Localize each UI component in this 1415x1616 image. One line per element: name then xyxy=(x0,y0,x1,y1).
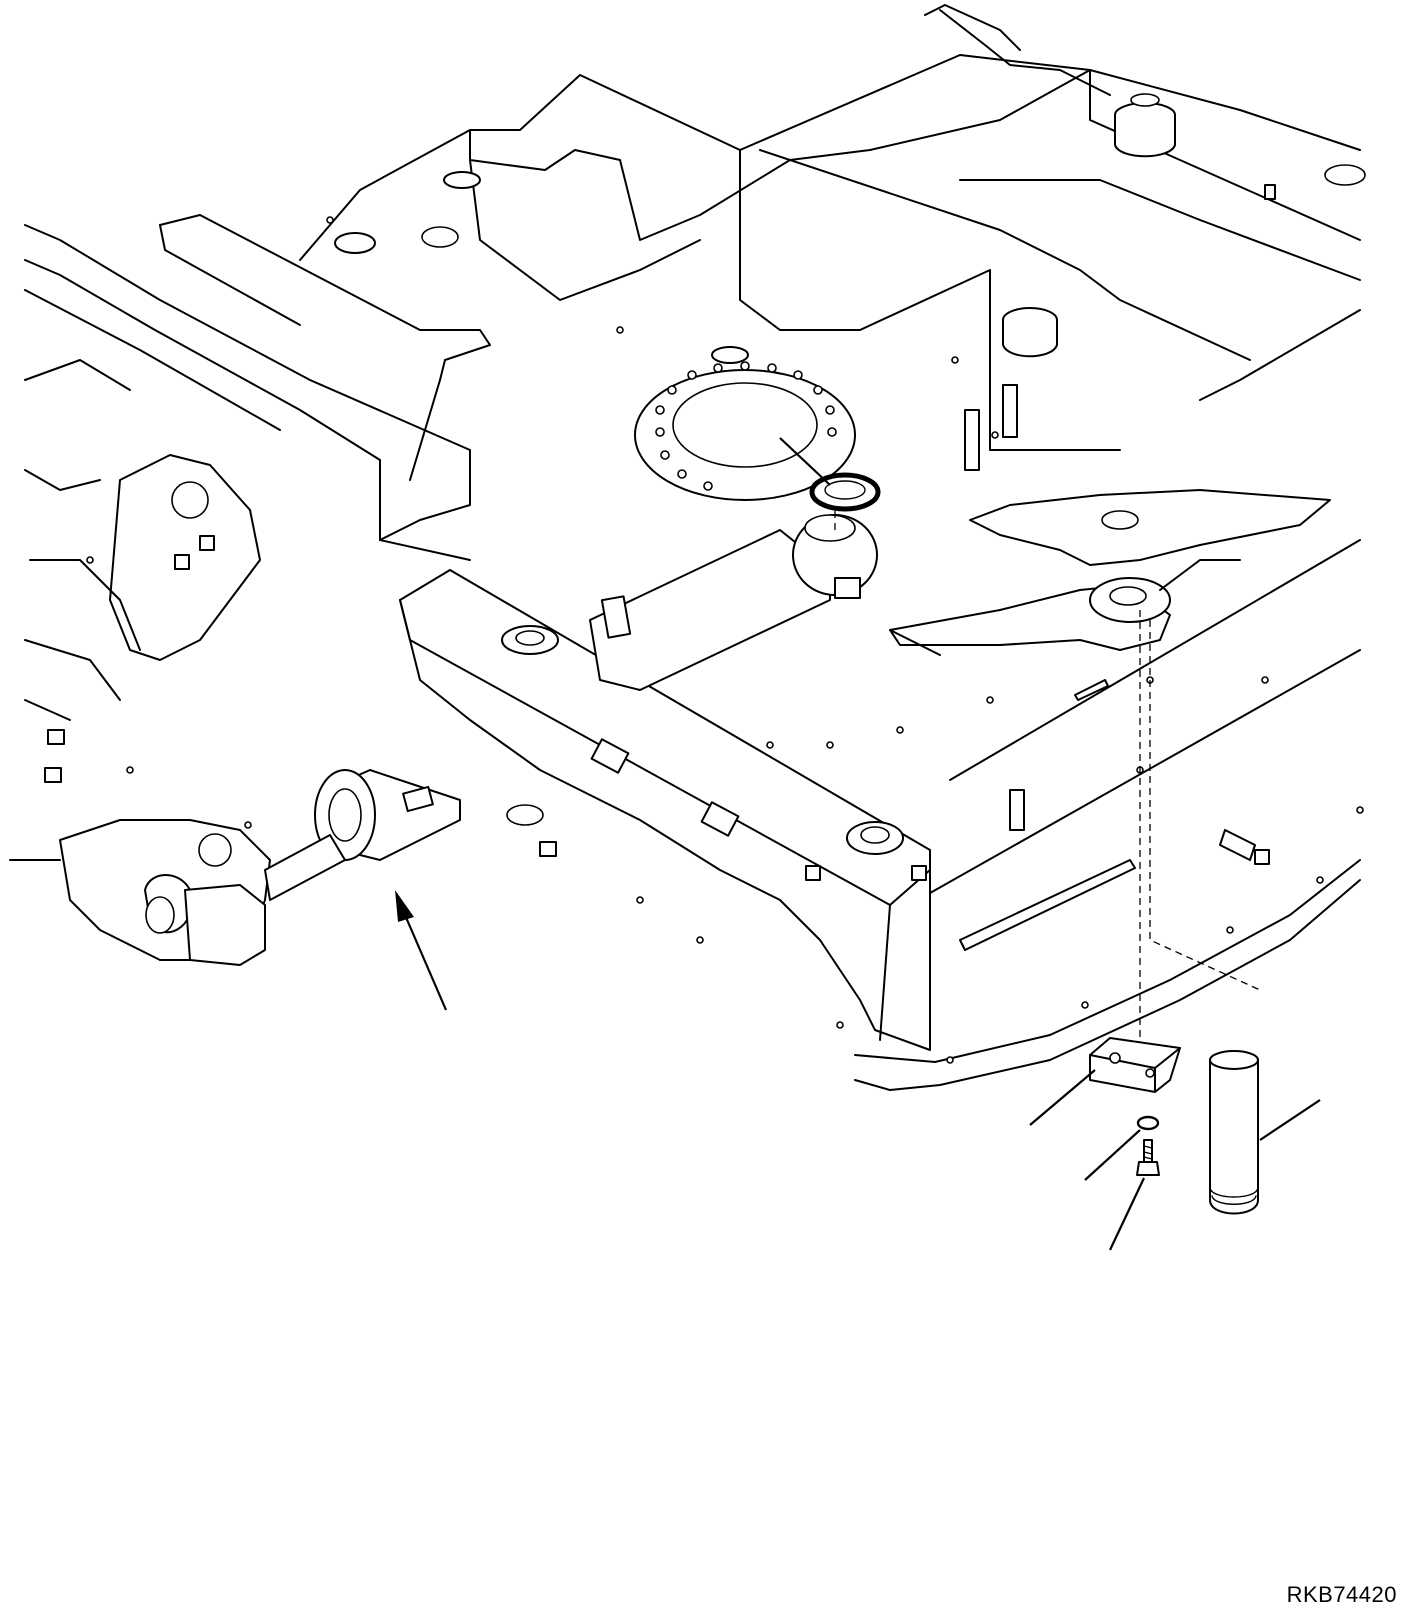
leader-lock-plate xyxy=(1029,1069,1096,1126)
shim-ring xyxy=(809,472,881,512)
exploded-parts xyxy=(809,472,1261,1215)
revolving-frame xyxy=(299,4,1361,1091)
pin xyxy=(1209,1050,1259,1215)
lock-plate xyxy=(1089,1037,1181,1093)
washer xyxy=(1136,1115,1160,1131)
right-bracket-plates xyxy=(889,489,1331,656)
leader-lines xyxy=(395,437,1321,1251)
mounting-holes xyxy=(86,216,1364,1064)
arrow-pin-location xyxy=(395,890,448,1011)
center-cross-beam xyxy=(399,569,931,1051)
left-side-frame xyxy=(9,214,491,966)
swing-circle xyxy=(634,361,856,501)
swing-cylinder xyxy=(589,514,878,691)
flange-bolt-holes xyxy=(655,361,837,491)
bolt xyxy=(1136,1139,1160,1176)
leader-bolt xyxy=(1109,1177,1145,1251)
figure-reference-code: RKB74420 xyxy=(1286,1582,1397,1607)
leader-pin xyxy=(1259,1099,1321,1141)
leader-shim-ring xyxy=(779,437,831,486)
leader-washer xyxy=(1084,1129,1141,1181)
boom-pin-tube xyxy=(264,769,461,901)
fittings xyxy=(334,93,1366,951)
